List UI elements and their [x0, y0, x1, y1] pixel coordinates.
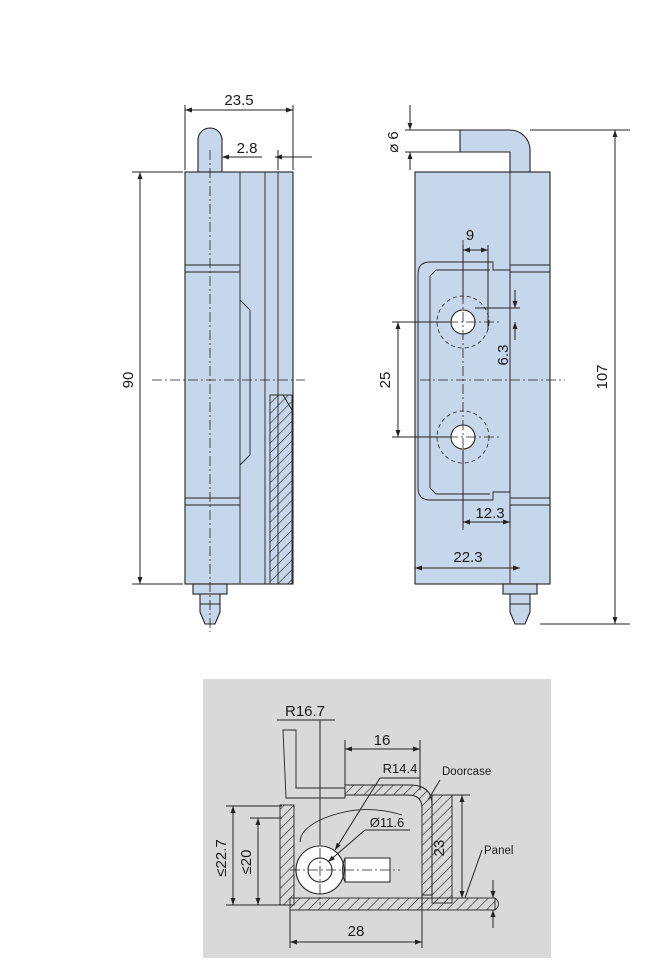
dim-bore-diameter-11-6: Ø11.6: [370, 815, 404, 830]
dim-width-23-5: 23.5: [224, 92, 253, 109]
dim-body-width-22-3: 22.3: [453, 549, 482, 566]
dim-height-23: 23: [431, 840, 448, 857]
dim-hole-spacing-25: 25: [377, 372, 394, 389]
dim-flange-16: 16: [374, 732, 391, 749]
dim-hole-offset-6-3: 6.3: [495, 345, 512, 366]
dim-height-20: ≤20: [238, 850, 255, 875]
dim-radius-14-4: R14.4: [383, 761, 418, 776]
front-view: 23.5 2.8 90: [120, 92, 312, 632]
dim-hole-spacing-9: 9: [466, 227, 474, 244]
dim-radius-16-7: R16.7: [285, 703, 325, 720]
dim-pin-diameter-6: ⌀ 6: [385, 131, 402, 153]
label-doorcase: Doorcase: [442, 766, 491, 778]
dim-height-22-7: ≤22.7: [213, 839, 230, 876]
dim-width-28: 28: [348, 923, 365, 940]
dim-overall-height-107: 107: [594, 364, 611, 389]
dim-hole-to-edge-12-3: 12.3: [475, 505, 504, 522]
dim-pin-offset-2-8: 2.8: [237, 140, 258, 157]
label-panel: Panel: [484, 845, 513, 857]
side-view: ⌀ 6 9 6.3 25 107 12.3 22.3: [377, 105, 630, 625]
section-view: R16.7 16 R14.4 Doorcase Ø11.6 ≤22.7 ≤20 …: [203, 679, 551, 958]
dim-height-90: 90: [120, 372, 137, 389]
